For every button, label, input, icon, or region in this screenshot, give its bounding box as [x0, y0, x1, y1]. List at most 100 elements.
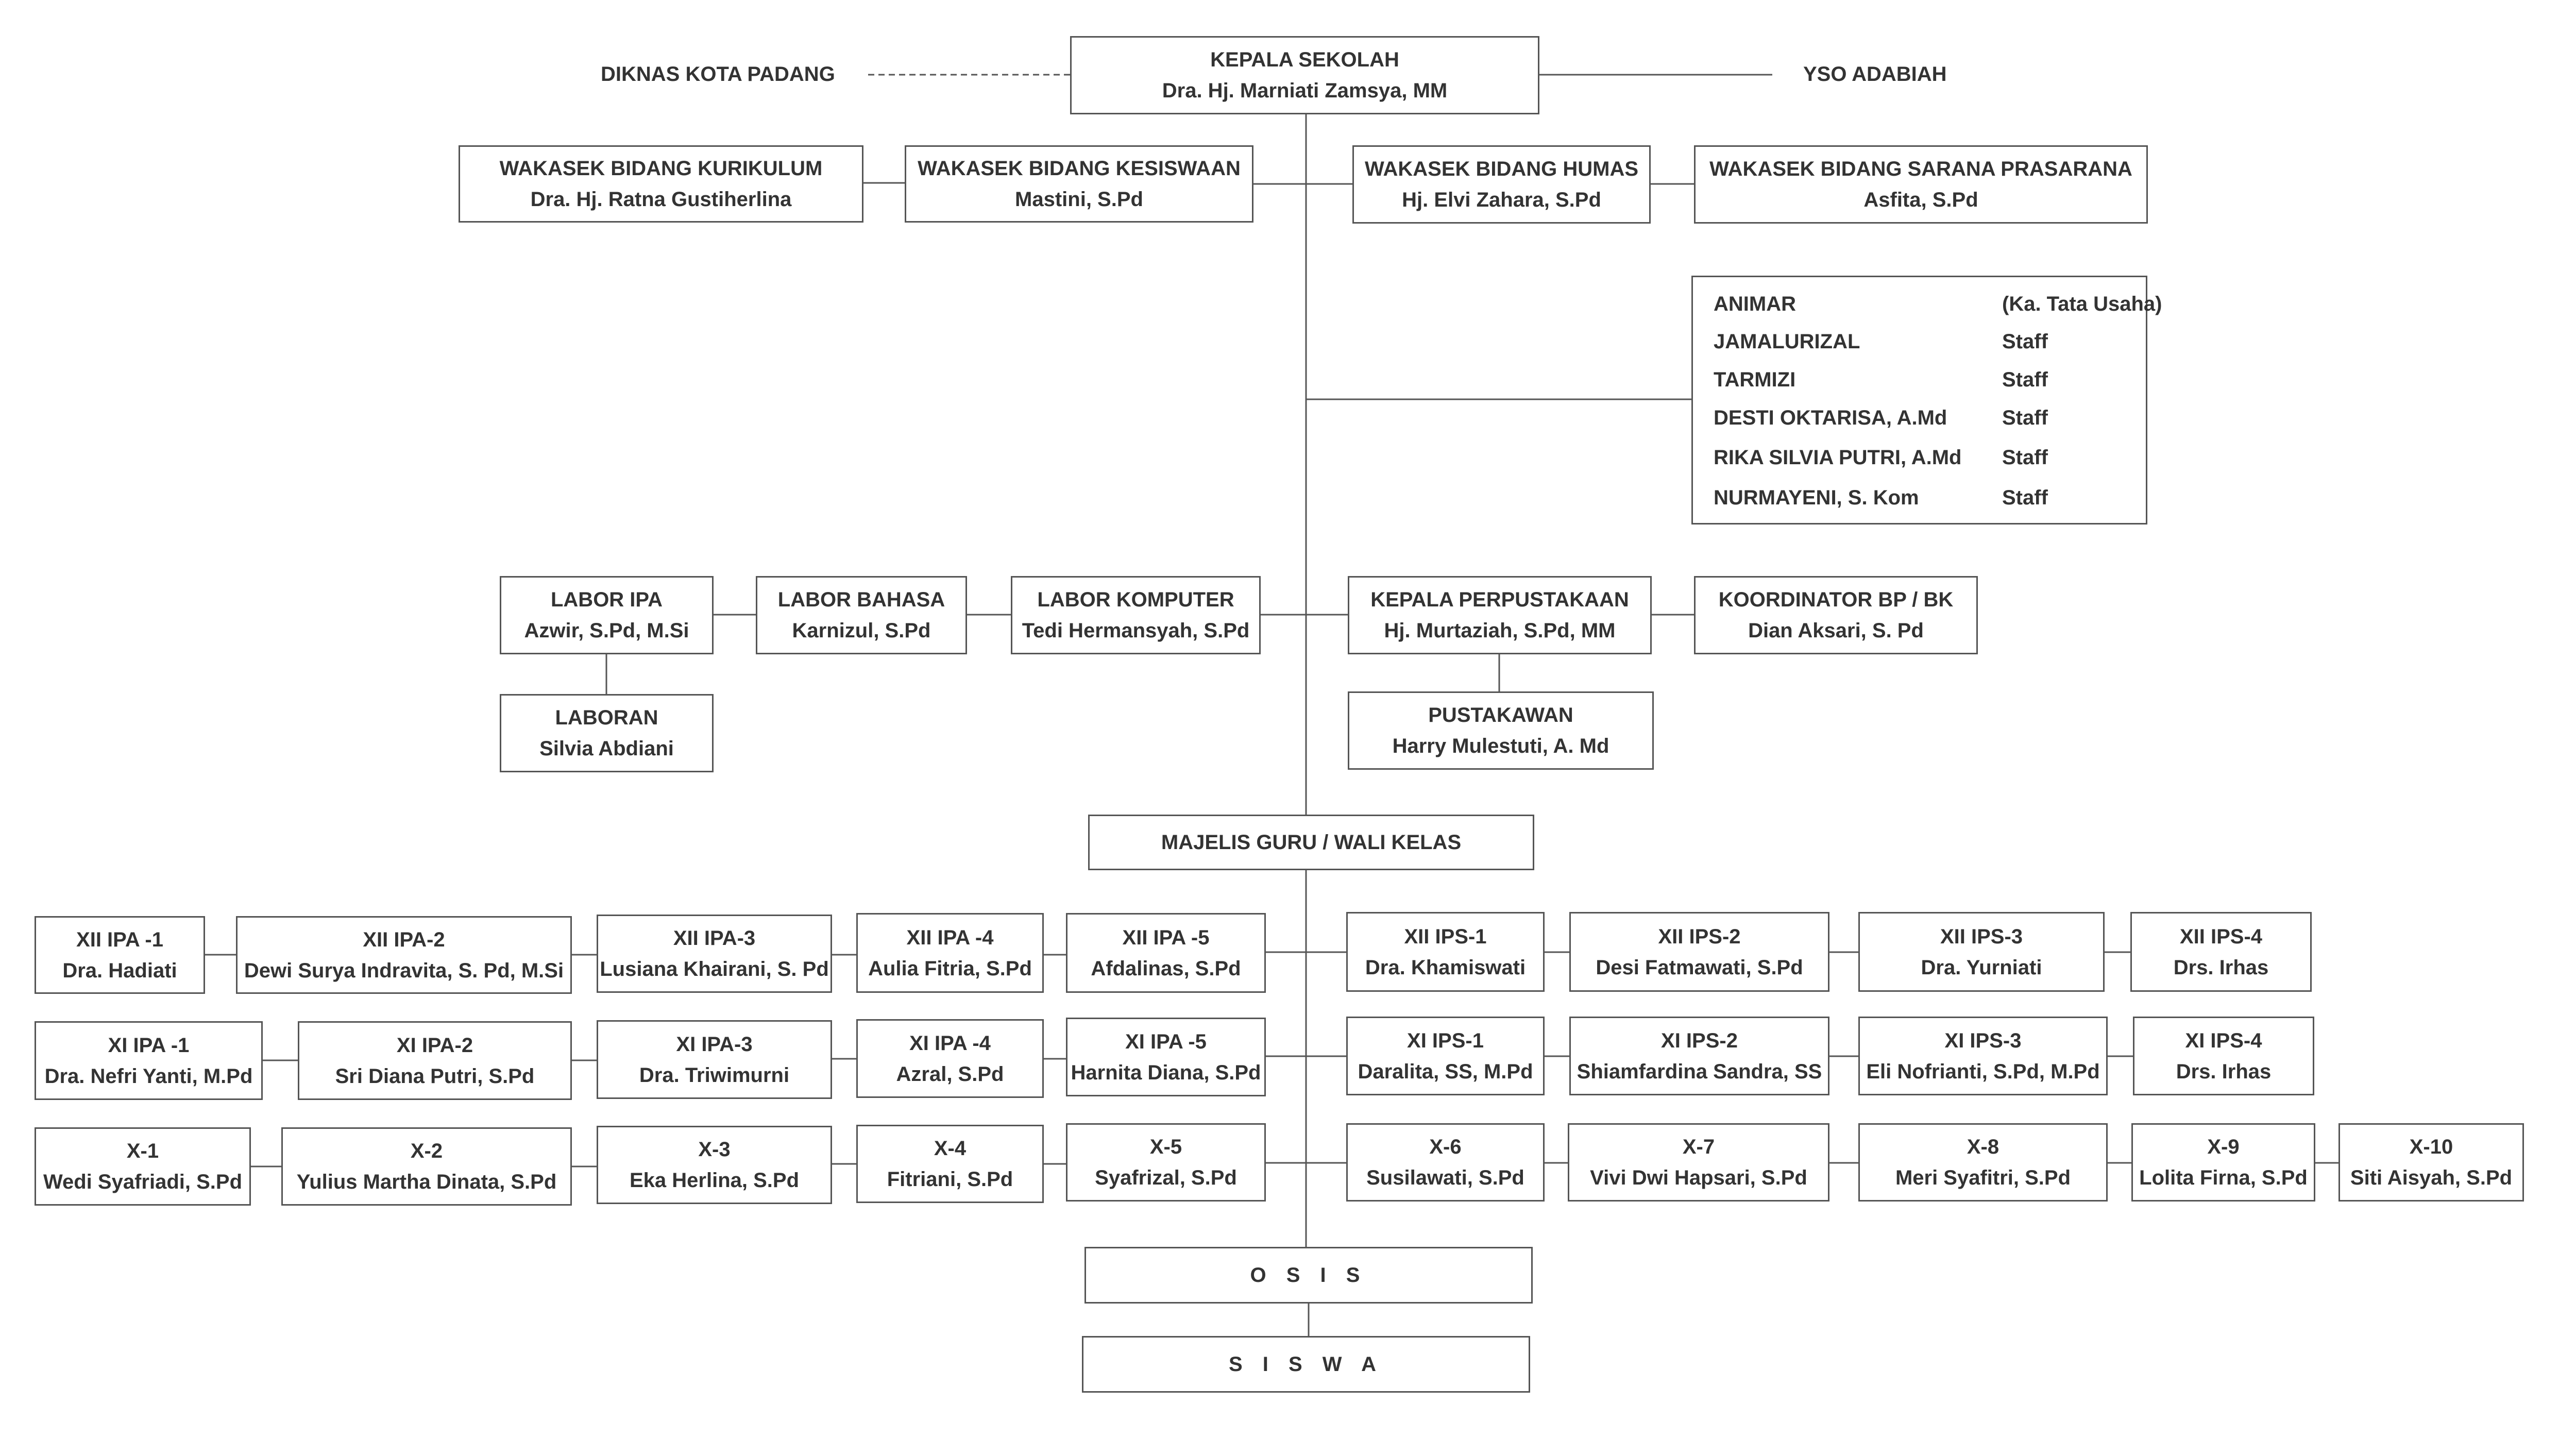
class-label: XII IPA-3	[673, 927, 756, 950]
class-label: XI IPS-2	[1661, 1029, 1738, 1052]
siswa-label: S I S W A	[1228, 1353, 1384, 1376]
staff-position: Staff	[2002, 368, 2048, 391]
teacher-name: Siti Aisyah, S.Pd	[2350, 1166, 2513, 1189]
staff-position: (Ka. Tata Usaha)	[2002, 293, 2162, 315]
class-label: XII IPS-4	[2179, 925, 2263, 948]
class-label: X-2	[410, 1140, 443, 1162]
class-label: XI IPA -4	[909, 1031, 991, 1055]
class-label: XI IPS-1	[1407, 1029, 1484, 1052]
teacher-name: Dra. Khamiswati	[1365, 956, 1526, 979]
class-label: XI IPS-4	[2185, 1029, 2262, 1052]
kepala-sekolah-box: KEPALA SEKOLAH Dra. Hj. Marniati Zamsya,…	[1070, 36, 1539, 114]
class-label: X-8	[1967, 1136, 1999, 1158]
unit-name: Hj. Murtaziah, S.Pd, MM	[1384, 619, 1616, 642]
staff-name: DESTI OKTARISA, A.Md	[1714, 407, 1947, 429]
staff-name: ANIMAR	[1714, 293, 1796, 315]
teacher-name: Yulius Martha Dinata, S.Pd	[296, 1171, 557, 1193]
teacher-name: Shiamfardina Sandra, SS	[1577, 1060, 1822, 1083]
teacher-name: Aulia Fitria, S.Pd	[868, 957, 1032, 980]
teacher-name: Azral, S.Pd	[896, 1062, 1004, 1086]
staff-position: Staff	[2002, 330, 2048, 353]
class-label: XII IPA -5	[1122, 926, 1210, 949]
unit-name: Silvia Abdiani	[539, 737, 674, 760]
class-label: X-3	[698, 1138, 731, 1161]
teacher-name: Harnita Diana, S.Pd	[1071, 1061, 1261, 1084]
class-label: XI IPA-2	[396, 1034, 473, 1057]
labor-komputer-box: LABOR KOMPUTER Tedi Hermansyah, S.Pd	[1011, 576, 1261, 654]
unit-title: LABORAN	[555, 706, 658, 729]
teacher-name: Lusiana Khairani, S. Pd	[600, 958, 829, 980]
class-label: XII IPA-2	[363, 928, 445, 951]
unit-title: KOORDINATOR BP / BK	[1718, 588, 1954, 611]
koordinator-bpbk-box: KOORDINATOR BP / BK Dian Aksari, S. Pd	[1694, 576, 1978, 654]
teacher-name: Syafrizal, S.Pd	[1095, 1166, 1237, 1189]
wakasek-name: Dra. Hj. Ratna Gustiherlina	[530, 188, 792, 211]
unit-title: LABOR IPA	[550, 588, 663, 611]
unit-title: LABOR BAHASA	[777, 588, 945, 611]
staff-name: RIKA SILVIA PUTRI, A.Md	[1714, 446, 1962, 469]
teacher-name: Sri Diana Putri, S.Pd	[335, 1064, 535, 1088]
staff-position: Staff	[2002, 486, 2048, 509]
unit-name: Dian Aksari, S. Pd	[1748, 619, 1924, 642]
unit-name: Azwir, S.Pd, M.Si	[524, 619, 689, 642]
class-label: X-6	[1429, 1136, 1462, 1158]
class-label: X-10	[2409, 1136, 2453, 1158]
yso-label: YSO ADABIAH	[1803, 63, 1947, 86]
wakasek-name: Mastini, S.Pd	[1015, 188, 1143, 211]
wakasek-humas-box: WAKASEK BIDANG HUMAS Hj. Elvi Zahara, S.…	[1352, 145, 1651, 224]
unit-name: Harry Mulestuti, A. Md	[1392, 735, 1609, 757]
class-label: X-4	[934, 1137, 967, 1160]
unit-title: KEPALA PERPUSTAKAAN	[1370, 588, 1629, 611]
teacher-name: Eli Nofrianti, S.Pd, M.Pd	[1866, 1060, 2100, 1083]
staff-position: Staff	[2002, 446, 2048, 469]
wakasek-name: Asfita, S.Pd	[1863, 189, 1978, 211]
class-label: X-1	[126, 1140, 159, 1162]
teacher-name: Desi Fatmawati, S.Pd	[1596, 956, 1803, 979]
staff-name: NURMAYENI, S. Kom	[1714, 486, 1919, 509]
teacher-name: Dra. Nefri Yanti, M.Pd	[44, 1064, 253, 1088]
teacher-name: Lolita Firna, S.Pd	[2139, 1166, 2308, 1189]
teacher-name: Dewi Surya Indravita, S. Pd, M.Si	[244, 959, 564, 982]
teacher-name: Susilawati, S.Pd	[1366, 1166, 1524, 1189]
siswa-box: S I S W A	[1082, 1336, 1530, 1393]
class-label: XI IPA -1	[108, 1034, 190, 1057]
teacher-name: Drs. Irhas	[2176, 1060, 2272, 1083]
pustakawan-box: PUSTAKAWAN Harry Mulestuti, A. Md	[1348, 691, 1654, 770]
class-label: XI IPS-3	[1944, 1029, 2022, 1052]
teacher-name: Afdalinas, S.Pd	[1091, 957, 1241, 980]
teacher-name: Dra. Hadiati	[62, 959, 177, 982]
teacher-name: Fitriani, S.Pd	[887, 1168, 1013, 1191]
staff-row: RIKA SILVIA PUTRI, A.Md Staff	[1714, 446, 2146, 472]
class-label: XII IPS-1	[1404, 925, 1487, 948]
unit-name: Karnizul, S.Pd	[792, 619, 931, 642]
class-label: X-9	[2207, 1136, 2240, 1158]
class-label: X-5	[1149, 1136, 1182, 1158]
kepala-perpustakaan-box: KEPALA PERPUSTAKAAN Hj. Murtaziah, S.Pd,…	[1348, 576, 1652, 654]
teacher-name: Meri Syafitri, S.Pd	[1895, 1166, 2071, 1189]
